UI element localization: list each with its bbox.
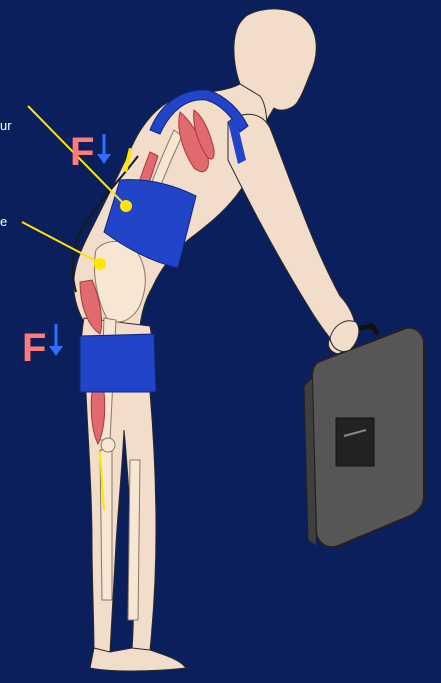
suitcase-pocket	[336, 418, 374, 466]
knee-joint	[101, 438, 115, 452]
tibia-right	[128, 460, 140, 620]
sensor-dot-top	[120, 200, 132, 212]
hip-belt	[80, 334, 156, 392]
force-label-lower: F	[22, 328, 46, 368]
label-middle-cut: e	[0, 214, 7, 229]
sensor-dot-middle	[94, 258, 106, 270]
label-top-cut: ur	[0, 118, 12, 133]
force-label-upper: F	[70, 132, 94, 172]
